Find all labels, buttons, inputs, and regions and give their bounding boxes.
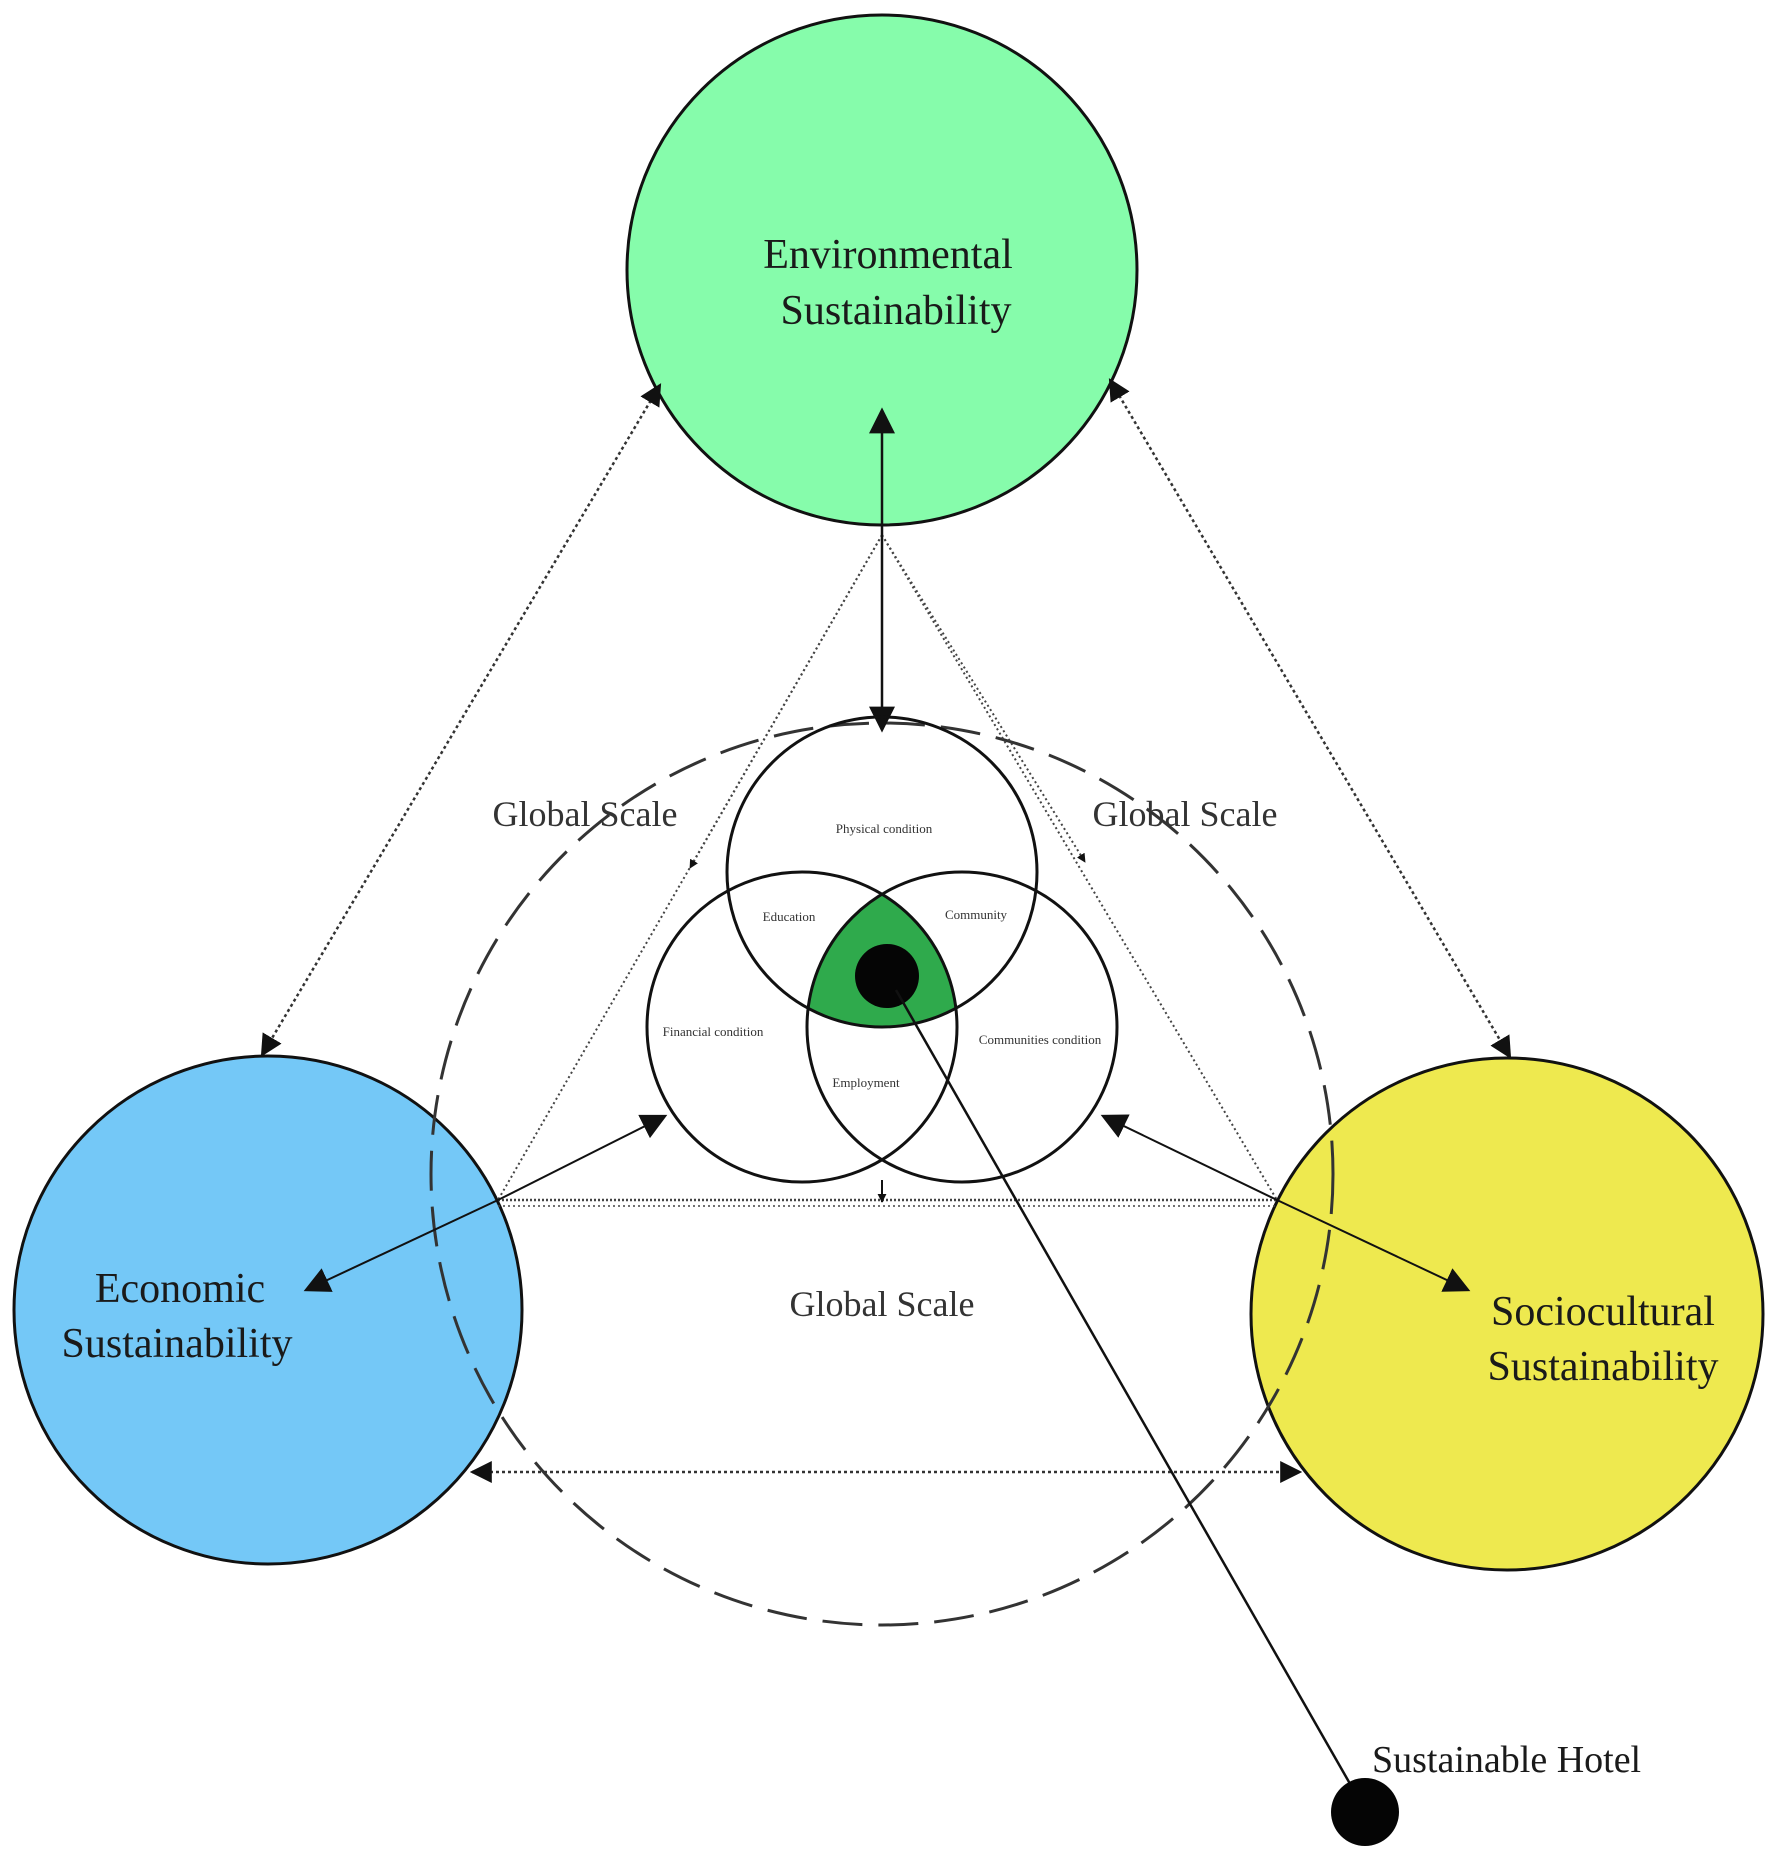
venn-circle-left bbox=[645, 870, 959, 1184]
apex-to-venn-left-arrow bbox=[689, 534, 883, 869]
venn-employment-label: Employment bbox=[832, 1075, 900, 1090]
global-scale-left-label: Global Scale bbox=[493, 794, 678, 834]
global-scale-right-label: Global Scale bbox=[1093, 794, 1278, 834]
sociocultural-label-line2: Sustainability bbox=[1488, 1344, 1719, 1390]
venn-communities-condition-label: Communities condition bbox=[979, 1032, 1102, 1047]
center-to-hotel-line bbox=[894, 989, 1367, 1811]
apex-to-venn-right-arrow bbox=[881, 534, 1086, 863]
venn-community-label: Community bbox=[945, 907, 1008, 922]
venn-center-dot bbox=[855, 944, 919, 1008]
venn-circle-top bbox=[725, 715, 1039, 1029]
economic-circle bbox=[12, 1054, 524, 1566]
economic-label-line1: Economic bbox=[95, 1266, 265, 1312]
eco-corner-to-venn-arrow bbox=[497, 1114, 668, 1201]
sustainable-hotel-label: Sustainable Hotel bbox=[1372, 1739, 1641, 1781]
environmental-label-line2: Sustainability bbox=[781, 288, 1012, 334]
venn-circle-right bbox=[805, 870, 1119, 1184]
global-scale-bottom-label: Global Scale bbox=[790, 1284, 975, 1324]
sustainable-hotel-dot bbox=[1331, 1778, 1399, 1846]
corner-to-economic-arrow bbox=[303, 1199, 499, 1292]
venn-education-label: Education bbox=[763, 909, 816, 924]
sociocultural-label-line1: Sociocultural bbox=[1491, 1289, 1715, 1335]
venn-diagram: Physical condition Education Community F… bbox=[645, 715, 1119, 1184]
env-eco-dotted-arrow bbox=[260, 383, 662, 1057]
env-soc-dotted-arrow bbox=[1108, 378, 1512, 1059]
corner-to-sociocultural-arrow bbox=[1276, 1199, 1471, 1292]
soc-corner-to-venn-arrow bbox=[1100, 1114, 1278, 1201]
triangle-right-edge bbox=[881, 534, 1278, 1201]
economic-label-line2: Sustainability bbox=[62, 1321, 293, 1367]
venn-physical-condition-label: Physical condition bbox=[836, 821, 933, 836]
global-scale-circle bbox=[429, 721, 1335, 1627]
environmental-label-line1: Environmental bbox=[763, 232, 1013, 278]
venn-financial-condition-label: Financial condition bbox=[663, 1024, 764, 1039]
